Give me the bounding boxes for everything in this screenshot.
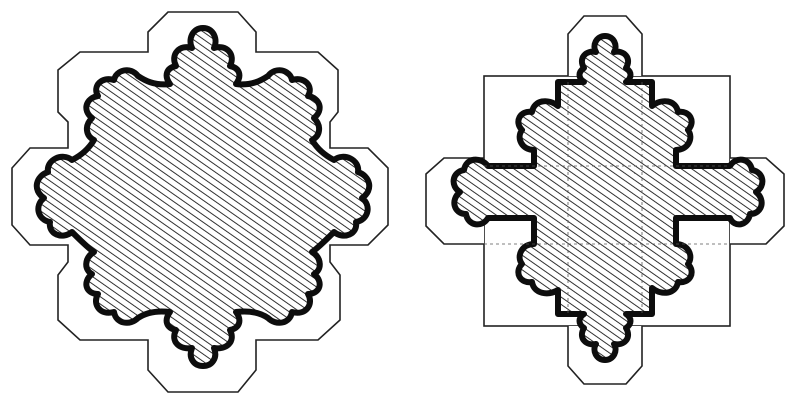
cross-pier-section bbox=[425, 15, 785, 385]
left-outer-outline bbox=[11, 11, 389, 393]
octagonal-pier-section bbox=[11, 11, 389, 393]
right-construction-lines bbox=[484, 82, 730, 314]
left-hatched-core bbox=[33, 25, 373, 369]
right-hatched-cross bbox=[450, 33, 766, 363]
